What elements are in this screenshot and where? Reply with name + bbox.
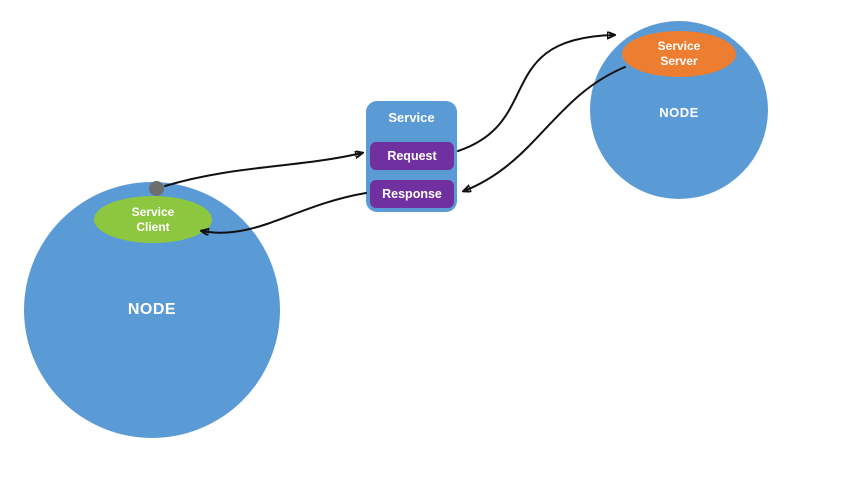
node-right-label: NODE [659,104,699,120]
request-box: Request [370,142,454,170]
node-left-label: NODE [127,301,177,318]
service-client-label-line2: Client [136,219,170,234]
service-server-label-line2: Server [660,54,698,68]
response-label: Response [382,187,442,201]
service-client-oval: Service Client [94,196,212,243]
arrow-client-to-request [164,153,362,187]
service-client-label-line1: Service [131,204,175,219]
service-server-label-line1: Service [657,39,701,53]
service-box-title: Service [388,110,435,125]
response-box: Response [370,180,454,208]
service-server-oval: Service Server [622,31,736,77]
client-connection-dot [149,181,164,196]
request-label: Request [387,149,437,163]
